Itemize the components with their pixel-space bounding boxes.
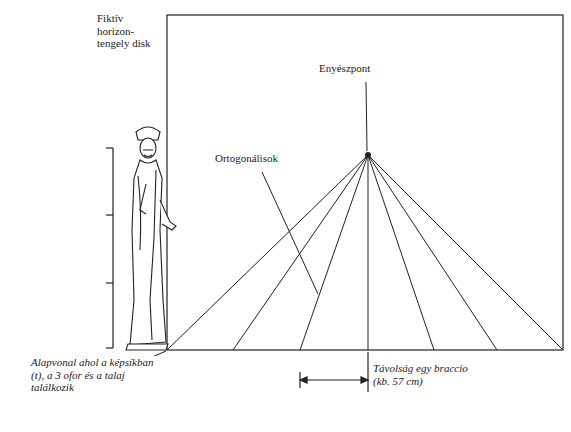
baseline-note: Alapvonal ahol a képsíkban (t), a 3 ofor… bbox=[30, 356, 160, 394]
orthogonal-line bbox=[368, 155, 497, 350]
leader-line bbox=[262, 172, 318, 294]
vanishing-point-dot bbox=[365, 152, 371, 158]
orthogonal-line bbox=[368, 155, 369, 350]
orthogonal-lines bbox=[167, 155, 563, 350]
picture-frame bbox=[167, 15, 563, 350]
side-note: Fiktív horizon- tengely disk bbox=[96, 12, 156, 50]
height-bracket bbox=[106, 148, 113, 348]
orthogonal-line bbox=[368, 155, 434, 350]
dimension-arrow bbox=[300, 352, 368, 392]
orthogonal-line bbox=[167, 155, 368, 350]
orthogonal-line bbox=[233, 155, 368, 350]
picture-plane-rect bbox=[167, 15, 563, 350]
orthogonals-label: Ortogonálisok bbox=[214, 152, 279, 165]
orthogonal-line bbox=[368, 155, 563, 350]
orthogonal-line bbox=[300, 155, 368, 350]
vanishing-point-label: Enyészpont bbox=[318, 62, 371, 75]
standing-figure bbox=[126, 127, 176, 350]
leader-line bbox=[366, 82, 367, 151]
braccio-dimension: Távolság egy braccio (kb. 57 cm) bbox=[372, 362, 486, 387]
